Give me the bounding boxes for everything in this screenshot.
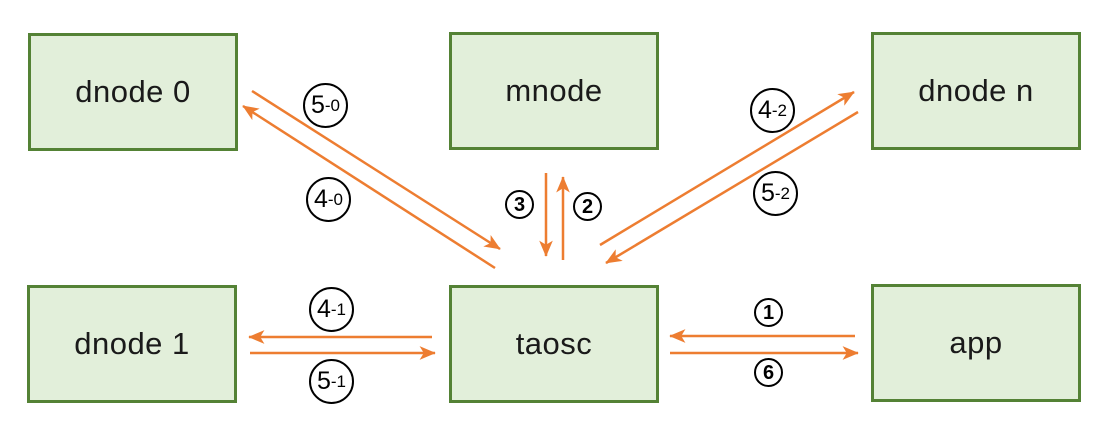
node-label: mnode [505,73,603,108]
edge-label-4-0: 4-0 [306,177,351,222]
node-app: app [871,284,1081,402]
edge-label-5-1: 5-1 [309,359,354,404]
edge-label-main: 5 [310,91,325,119]
edge-label-main: 4 [316,295,331,323]
node-label: dnode 1 [74,326,190,361]
edge-label-suffix: -0 [324,96,341,115]
edge-label-main: 3 [513,193,526,216]
edge-label-suffix: -1 [330,372,347,391]
edge-label-suffix: -2 [771,101,788,120]
node-taosc: taosc [449,285,659,403]
edge-label-main: 5 [316,367,331,395]
edge-label-main: 2 [581,195,594,218]
arrow-taosc-to-dnoden [599,90,855,247]
edge-label-main: 1 [762,301,775,324]
node-mnode: mnode [449,32,659,150]
edge-label-suffix: -1 [330,300,347,319]
edge-label-6: 6 [754,358,783,387]
edge-label-main: 5 [760,179,775,207]
edge-label-main: 6 [762,361,775,384]
arrow-dnoden-to-taosc [605,110,859,265]
edge-label-4-2: 4-2 [750,88,795,133]
node-dnode0: dnode 0 [28,33,238,151]
node-dnode1: dnode 1 [27,285,237,403]
edge-label-main: 4 [757,96,772,124]
node-label: dnode n [918,73,1034,108]
edge-label-main: 4 [313,185,328,213]
edge-label-suffix: -0 [327,190,344,209]
edge-label-suffix: -2 [774,184,791,203]
node-label: dnode 0 [75,74,191,109]
arrow-taosc-to-dnode0 [242,104,496,270]
node-dnoden: dnode n [871,32,1081,150]
edge-label-5-2: 5-2 [753,171,798,216]
edge-label-3: 3 [505,190,534,219]
edge-label-2: 2 [573,192,602,221]
edge-label-4-1: 4-1 [309,287,354,332]
node-label: taosc [515,326,593,361]
edge-label-1: 1 [754,298,783,327]
node-label: app [949,325,1003,360]
edge-label-5-0: 5-0 [303,83,348,128]
arrow-dnode0-to-taosc [251,89,501,251]
